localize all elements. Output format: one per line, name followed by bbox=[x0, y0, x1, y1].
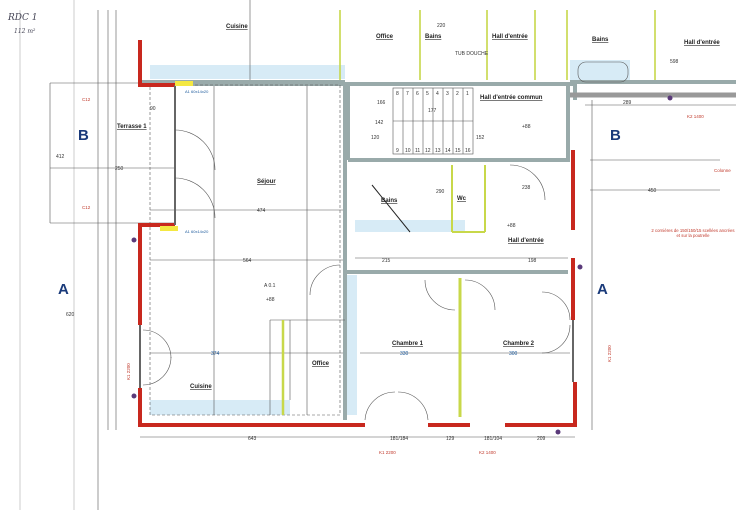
column-tag: C12 bbox=[82, 205, 91, 210]
door-swings bbox=[142, 129, 571, 421]
dim-label: 166 bbox=[377, 100, 386, 106]
room-label: Wc bbox=[457, 196, 467, 202]
dim-label: 450 bbox=[648, 188, 657, 194]
stair-step: 11 bbox=[415, 148, 420, 154]
plan-area: 112 m² bbox=[14, 28, 36, 35]
section-marker-a: A bbox=[597, 281, 608, 298]
dim-label: 250 bbox=[115, 166, 124, 172]
room-label: Hall d'entrée bbox=[492, 34, 528, 40]
stair-step: 3 bbox=[446, 91, 449, 97]
structural-note-text: 2 cornières de 150/150/15 scellées ancré… bbox=[651, 228, 735, 239]
room-label: Bains bbox=[592, 37, 609, 43]
dim-label: 474 bbox=[257, 208, 266, 214]
stair-step: 5 bbox=[426, 91, 429, 97]
room-label: Cuisine bbox=[226, 24, 248, 30]
dim-label: 129 bbox=[446, 436, 455, 442]
room-label: Hall d'entrée bbox=[508, 238, 544, 244]
lintel-callout: A1 60x14x20 bbox=[185, 89, 209, 94]
stair bbox=[392, 87, 474, 155]
plan-title: RDC 1 bbox=[7, 13, 37, 23]
window-callout: K1 2200 bbox=[126, 363, 131, 380]
room-tag: A 0.1 bbox=[264, 283, 276, 289]
room-label: Office bbox=[312, 361, 330, 367]
level-tag: +88 bbox=[266, 297, 275, 303]
dim-label: 374 bbox=[211, 351, 220, 357]
stair-step: 15 bbox=[455, 148, 461, 154]
stair-step: 16 bbox=[465, 148, 471, 154]
stair-step: 6 bbox=[416, 91, 419, 97]
stair-step: 10 bbox=[405, 148, 411, 154]
dim-label: 209 bbox=[537, 436, 546, 442]
dim-label: 220 bbox=[437, 23, 446, 29]
room-label: Séjour bbox=[257, 179, 276, 185]
column-markers bbox=[131, 95, 673, 435]
stair-step: 2 bbox=[456, 91, 459, 97]
exterior-walls bbox=[138, 40, 577, 427]
column-note: Colonne bbox=[714, 168, 731, 173]
dim-label: 643 bbox=[248, 436, 257, 442]
structural-note: 2 cornières de 150/150/15 scellées ancré… bbox=[651, 228, 735, 239]
stair-step: 1 bbox=[466, 91, 469, 97]
dim-label: 177 bbox=[428, 108, 437, 114]
room-label: Bains bbox=[381, 198, 398, 204]
dim-label: 564 bbox=[243, 258, 252, 264]
bathtub-icon bbox=[577, 61, 629, 83]
level-tag: +88 bbox=[522, 124, 531, 130]
room-label: Bains bbox=[425, 34, 442, 40]
section-marker-b: B bbox=[610, 127, 621, 144]
window-callout: K1 2200 bbox=[607, 345, 612, 362]
section-marker-b: B bbox=[78, 127, 89, 144]
stair-step: 12 bbox=[425, 148, 431, 154]
dim-label: 300 bbox=[509, 351, 518, 357]
dim-label: 152 bbox=[476, 135, 485, 141]
window-callout: K2 1400 bbox=[479, 450, 496, 455]
tub-label: TUB DOUCHE bbox=[455, 51, 489, 57]
stair-step: 4 bbox=[436, 91, 439, 97]
dimension-lines bbox=[19, 0, 736, 510]
room-label: Office bbox=[376, 34, 394, 40]
stair-step: 14 bbox=[445, 148, 451, 154]
dim-label: 412 bbox=[56, 154, 65, 160]
section-marker-a: A bbox=[58, 281, 69, 298]
dim-label: 289 bbox=[623, 100, 632, 106]
level-tag: +88 bbox=[507, 223, 516, 229]
window-callout: K1 2200 bbox=[379, 450, 396, 455]
dim-label: 598 bbox=[670, 59, 679, 65]
dimension-labels: 474 564 374 643 450 330 300 181/184 129 … bbox=[56, 23, 679, 442]
dim-label: 120 bbox=[371, 135, 380, 141]
dim-label: 620 bbox=[66, 312, 75, 318]
dim-label: 181/184 bbox=[390, 436, 408, 442]
dim-label: 90 bbox=[150, 106, 156, 112]
stair-step: 9 bbox=[396, 148, 399, 154]
dim-label: 238 bbox=[522, 185, 531, 191]
wet-zones bbox=[150, 60, 630, 415]
interior-walls bbox=[140, 0, 736, 420]
room-label: Hall d'entrée commun bbox=[480, 95, 543, 101]
room-label: Cuisine bbox=[190, 384, 212, 390]
dim-label: 181/104 bbox=[484, 436, 502, 442]
column-tag: C12 bbox=[82, 97, 91, 102]
stair-numbers: 8 7 6 5 4 3 2 1 9 10 11 12 13 14 15 16 bbox=[396, 91, 471, 154]
lintel-callout: A1 60x14x20 bbox=[185, 229, 209, 234]
stair-step: 7 bbox=[406, 91, 409, 97]
dim-label: 290 bbox=[436, 189, 445, 195]
room-label: Chambre 1 bbox=[392, 341, 424, 347]
window-callout: K2 1400 bbox=[687, 114, 704, 119]
stair-step: 8 bbox=[396, 91, 399, 97]
dim-label: 142 bbox=[375, 120, 384, 126]
room-label: Terrasse 1 bbox=[117, 124, 147, 130]
dim-label: 198 bbox=[528, 258, 537, 264]
room-label: Chambre 2 bbox=[503, 341, 535, 347]
room-label: Hall d'entrée bbox=[684, 40, 720, 46]
dim-label: 330 bbox=[400, 351, 409, 357]
stair-step: 13 bbox=[435, 148, 441, 154]
dim-label: 215 bbox=[382, 258, 391, 264]
